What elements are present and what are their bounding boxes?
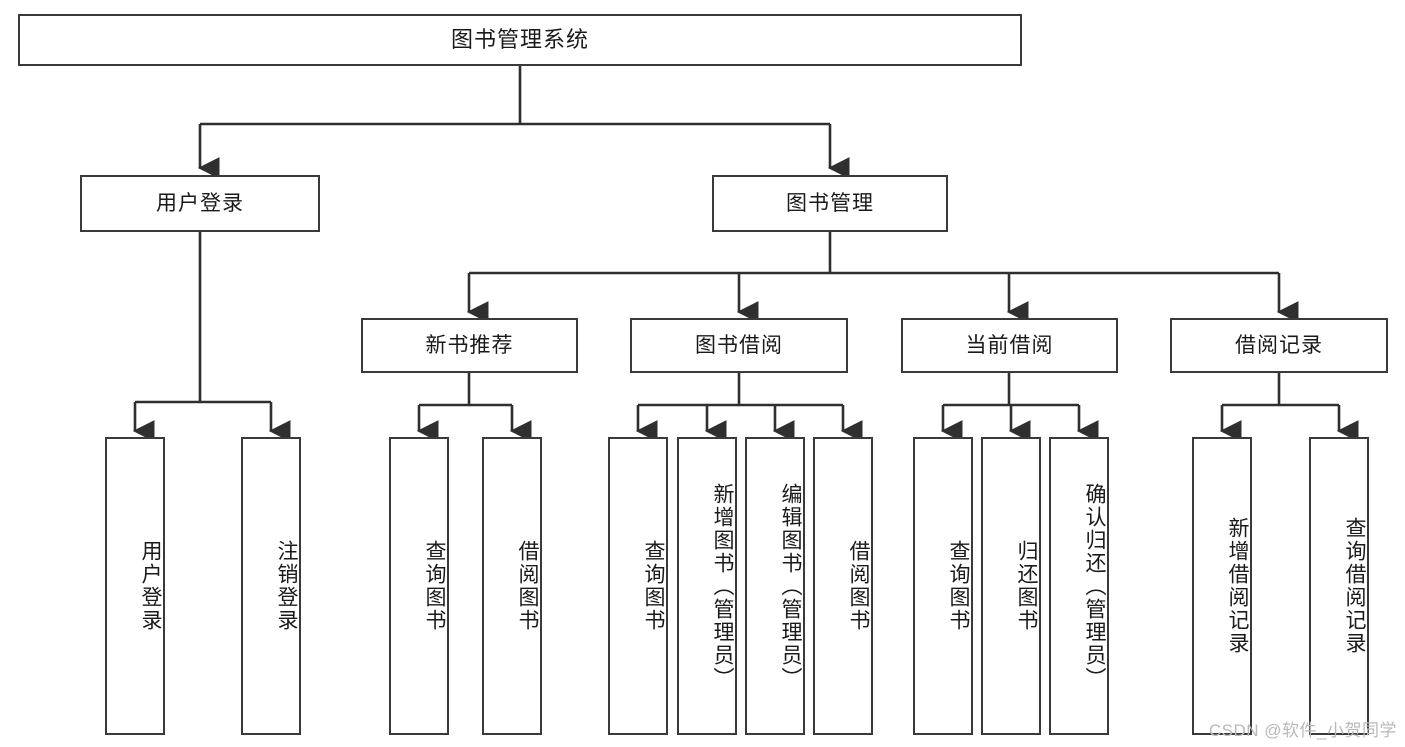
node-user-login[interactable]: 用户登录	[80, 175, 320, 232]
node-label: 用户登录	[139, 540, 162, 632]
node-label: 查询借阅记录	[1343, 517, 1366, 655]
node-leaf-new-book-borrow[interactable]: 借阅图书	[482, 437, 542, 735]
node-label: 新书推荐	[425, 333, 514, 357]
node-label: 借阅记录	[1235, 333, 1323, 357]
node-label: 归还图书	[1015, 540, 1038, 632]
node-label: 编辑图书（管理员）	[779, 482, 802, 690]
node-label: 图书管理系统	[450, 26, 589, 52]
node-leaf-book-borrow-borrow[interactable]: 借阅图书	[813, 437, 873, 735]
node-label: 借阅图书	[516, 540, 539, 632]
node-leaf-user-login-login[interactable]: 用户登录	[105, 437, 165, 735]
node-leaf-current-borrow-return[interactable]: 归还图书	[981, 437, 1041, 735]
node-label: 图书借阅	[695, 333, 783, 357]
node-borrow-record[interactable]: 借阅记录	[1170, 318, 1388, 373]
node-label: 确认归还（管理员）	[1083, 482, 1106, 690]
node-leaf-book-borrow-add[interactable]: 新增图书（管理员）	[677, 437, 737, 735]
node-label: 注销登录	[275, 540, 298, 632]
node-leaf-book-borrow-edit[interactable]: 编辑图书（管理员）	[745, 437, 805, 735]
node-leaf-user-login-logout[interactable]: 注销登录	[241, 437, 301, 735]
node-label: 当前借阅	[965, 333, 1054, 357]
node-label: 图书管理	[786, 191, 874, 215]
node-new-book-recommend[interactable]: 新书推荐	[361, 318, 578, 373]
node-leaf-current-borrow-query[interactable]: 查询图书	[913, 437, 973, 735]
node-leaf-new-book-query[interactable]: 查询图书	[389, 437, 449, 735]
node-label: 新增借阅记录	[1226, 517, 1249, 655]
node-leaf-book-borrow-query[interactable]: 查询图书	[608, 437, 668, 735]
node-leaf-borrow-record-query[interactable]: 查询借阅记录	[1309, 437, 1369, 735]
node-label: 借阅图书	[847, 540, 870, 632]
node-book-borrow[interactable]: 图书借阅	[630, 318, 848, 373]
node-label: 查询图书	[947, 540, 970, 632]
node-book-management[interactable]: 图书管理	[712, 175, 948, 232]
node-label: 查询图书	[423, 540, 446, 632]
node-leaf-borrow-record-add[interactable]: 新增借阅记录	[1192, 437, 1252, 735]
node-label: 新增图书（管理员）	[711, 482, 734, 690]
node-root-book-management-system[interactable]: 图书管理系统	[18, 14, 1022, 66]
csdn-watermark: CSDN @软件_小贺同学	[1208, 721, 1397, 740]
node-label: 用户登录	[156, 191, 244, 215]
node-label: 查询图书	[642, 540, 665, 632]
node-current-borrow[interactable]: 当前借阅	[901, 318, 1118, 373]
node-leaf-current-borrow-confirm[interactable]: 确认归还（管理员）	[1049, 437, 1109, 735]
